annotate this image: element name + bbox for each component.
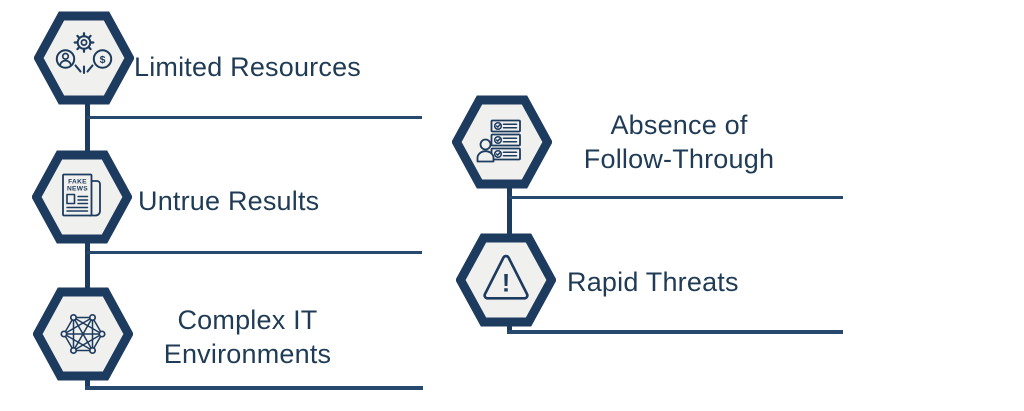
hexagon-badge-untrue-results: FAKE NEWS [32, 150, 132, 244]
item-label-limited-resources: Limited Resources [134, 52, 361, 82]
connector-horizontal-absence-follow-through [509, 196, 843, 199]
resources-icon: $ [34, 11, 134, 105]
connector-horizontal-limited-resources [87, 116, 422, 119]
fake-text: FAKE [68, 179, 87, 186]
item-label-complex-it-environments: Complex IT Environments [163, 305, 332, 369]
warning-icon: ! [456, 233, 556, 327]
connector-horizontal-untrue-results [87, 251, 422, 254]
exclamation-glyph: ! [502, 270, 510, 298]
hexagon-badge-rapid-threats: ! [456, 233, 556, 327]
hexagon-badge-limited-resources: $ [34, 11, 134, 105]
connector-horizontal-rapid-threats [507, 330, 843, 334]
hexagon-badge-complex-it [33, 287, 133, 381]
checklist-icon [452, 95, 552, 189]
dollar-glyph: $ [100, 54, 106, 66]
item-label-absence-of-follow-through: Absence of Follow-Through [583, 110, 775, 174]
item-label-rapid-threats: Rapid Threats [567, 267, 739, 297]
network-icon [33, 287, 133, 381]
hexagon-badge-absence-follow-through [452, 95, 552, 189]
item-label-untrue-results: Untrue Results [138, 186, 320, 216]
fake-news-icon: FAKE NEWS [32, 150, 132, 244]
news-text: NEWS [67, 186, 88, 193]
connector-horizontal-complex-it [85, 386, 423, 390]
